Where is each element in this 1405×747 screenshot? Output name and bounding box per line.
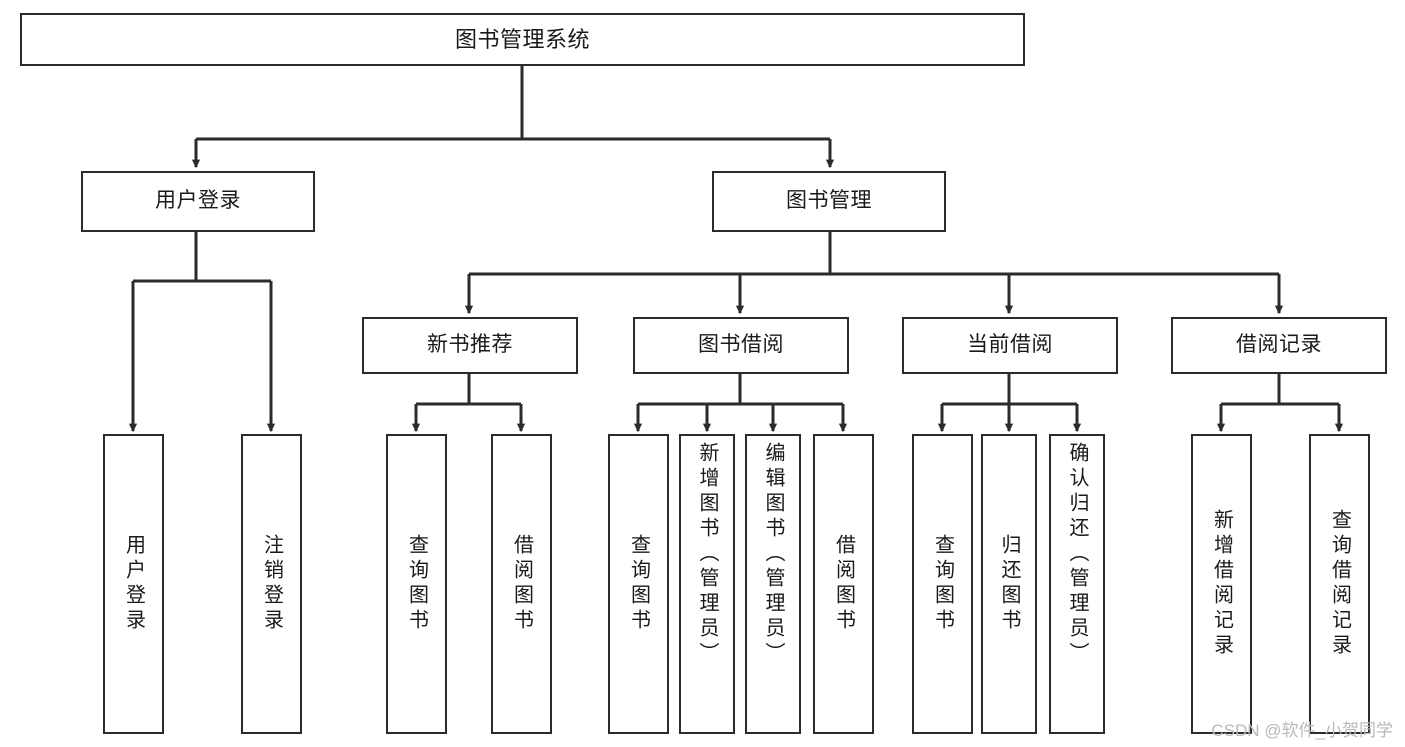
node-label: 用户登录 — [122, 534, 145, 634]
node-label: 借阅记录 — [1236, 333, 1322, 357]
leaf-add-borrow-record[interactable]: 新增借阅记录 — [1191, 434, 1252, 734]
node-user-login[interactable]: 用户登录 — [81, 171, 315, 232]
node-label: 编辑图书（管理员） — [762, 442, 784, 667]
node-label: 归还图书 — [998, 534, 1020, 634]
node-borrow-record[interactable]: 借阅记录 — [1171, 317, 1387, 374]
node-book-management[interactable]: 图书管理 — [712, 171, 946, 232]
node-label: 当前借阅 — [967, 333, 1053, 357]
csdn-watermark: CSDN @软件_小贺同学 — [1211, 721, 1393, 740]
node-label: 查询图书 — [627, 534, 650, 634]
node-root-book-management-system[interactable]: 图书管理系统 — [20, 13, 1025, 66]
leaf-edit-book-admin[interactable]: 编辑图书（管理员） — [745, 434, 801, 734]
node-label: 图书管理系统 — [454, 26, 590, 52]
node-label: 查询图书 — [931, 534, 954, 634]
leaf-query-borrow-record[interactable]: 查询借阅记录 — [1309, 434, 1370, 734]
leaf-add-book-admin[interactable]: 新增图书（管理员） — [679, 434, 735, 734]
node-label: 借阅图书 — [832, 534, 855, 634]
leaf-confirm-return-admin[interactable]: 确认归还（管理员） — [1049, 434, 1105, 734]
node-label: 图书借阅 — [698, 333, 784, 357]
node-label: 注销登录 — [260, 534, 283, 634]
leaf-borrow-book-borrow[interactable]: 借阅图书 — [813, 434, 874, 734]
node-new-book-recommendation[interactable]: 新书推荐 — [362, 317, 578, 374]
node-label: 查询图书 — [405, 534, 428, 634]
node-label: 新增图书（管理员） — [696, 442, 718, 667]
leaf-borrow-book-new-rec[interactable]: 借阅图书 — [491, 434, 552, 734]
node-label: 借阅图书 — [510, 534, 533, 634]
leaf-return-book[interactable]: 归还图书 — [981, 434, 1037, 734]
leaf-user-login[interactable]: 用户登录 — [103, 434, 164, 734]
node-label: 新增借阅记录 — [1210, 509, 1233, 659]
node-current-borrow[interactable]: 当前借阅 — [902, 317, 1118, 374]
leaf-query-book-new-rec[interactable]: 查询图书 — [386, 434, 447, 734]
node-label: 用户登录 — [155, 189, 241, 213]
node-label: 确认归还（管理员） — [1066, 442, 1088, 667]
node-label: 查询借阅记录 — [1328, 509, 1351, 659]
leaf-query-book-borrow[interactable]: 查询图书 — [608, 434, 669, 734]
leaf-logout[interactable]: 注销登录 — [241, 434, 302, 734]
leaf-query-book-current[interactable]: 查询图书 — [912, 434, 973, 734]
node-label: 图书管理 — [786, 189, 872, 213]
node-label: 新书推荐 — [427, 333, 513, 357]
node-book-borrow[interactable]: 图书借阅 — [633, 317, 849, 374]
